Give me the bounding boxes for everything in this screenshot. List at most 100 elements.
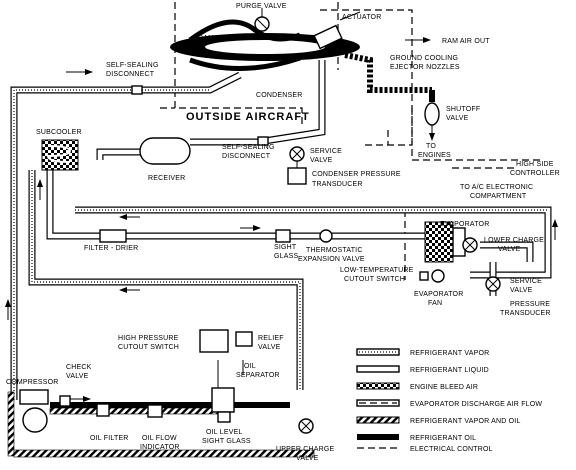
label-high-side-a: HIGH SIDE	[516, 161, 554, 168]
label-relief-b: VALVE	[258, 344, 281, 351]
label-service-valve-2b: VALVE	[510, 287, 533, 294]
label-ram-air-out: RAM AIR OUT	[442, 38, 490, 45]
flow-arrows	[5, 69, 558, 402]
label-pressure-trans-a: PRESSURE	[510, 301, 550, 308]
label-sight-glass-a: SIGHT	[274, 244, 297, 251]
label-oil-flow-a: OIL FLOW	[142, 435, 177, 442]
check-valve-icon	[59, 395, 71, 407]
label-receiver: RECEIVER	[148, 175, 185, 182]
label-pressure-trans-b: TRANSDUCER	[500, 310, 551, 317]
legend-label-oil: REFRIGERANT OIL	[410, 435, 476, 442]
legend-label-liquid: REFRIGERANT LIQUID	[410, 367, 489, 374]
legend: REFRIGERANT VAPOR REFRIGERANT LIQUID ENG…	[410, 350, 542, 453]
legend-swatch-oil	[357, 434, 399, 440]
relief-valve-icon	[235, 331, 253, 347]
label-subcooler: SUBCOOLER	[36, 129, 82, 136]
high-pressure-switch-icon	[199, 329, 229, 353]
compressor-icon	[19, 389, 49, 433]
oil-separator-icon	[211, 387, 235, 423]
label-service-valve-2a: SERVICE	[510, 278, 542, 285]
self-sealing-disconnect-icon	[131, 85, 269, 146]
expansion-valve-icon	[319, 229, 333, 243]
service-valve-2-icon	[485, 276, 501, 292]
label-oil-filter: OIL FILTER	[90, 435, 129, 442]
label-oil-sep-b: SEPARATOR	[236, 372, 280, 379]
legend-label-discharge: EVAPORATOR DISCHARGE AIR FLOW	[410, 401, 542, 408]
label-evaporator: EVAPORATOR	[440, 221, 489, 228]
label-high-pressure-b: CUTOUT SWITCH	[118, 344, 179, 351]
label-filter-drier: FILTER - DRIER	[84, 245, 138, 252]
legend-swatches	[356, 348, 400, 449]
label-self-sealing-1b: DISCONNECT	[106, 71, 155, 78]
label-low-temp-a: LOW-TEMPERATURE	[340, 267, 414, 274]
label-thermo-b: EXPANSION VALVE	[298, 256, 365, 263]
label-high-side-b: CONTROLLER	[510, 170, 560, 177]
condenser-pressure-transducer-icon	[287, 167, 307, 185]
label-service-valve-1a: SERVICE	[310, 148, 342, 155]
label-ground-cooling-a: GROUND COOLING	[390, 55, 458, 62]
label-ram-air-in: RAM AIR IN	[198, 35, 238, 42]
refrigerant-piping	[10, 60, 552, 400]
sight-glass-icon	[275, 229, 291, 243]
actuator-icon	[313, 11, 361, 50]
label-upper-charge-b: VALVE	[296, 455, 319, 462]
legend-label-vapor: REFRIGERANT VAPOR	[410, 350, 489, 357]
label-evap-fan-b: FAN	[428, 300, 442, 307]
label-evap-fan-a: EVAPORATOR	[414, 291, 463, 298]
label-sight-glass-b: GLASS	[274, 253, 298, 260]
shutoff-valve-icon	[424, 102, 440, 141]
diagram-labels: PURGE VALVE RAM AIR IN ACTUATOR RAM AIR …	[6, 3, 560, 462]
label-oil-level-a: OIL LEVEL	[206, 429, 243, 436]
legend-swatch-discharge	[356, 399, 400, 407]
label-to-engines-b: ENGINES	[418, 152, 451, 159]
label-condenser: CONDENSER	[256, 92, 303, 99]
label-shutoff-b: VALVE	[446, 115, 469, 122]
label-check-a: CHECK	[66, 364, 92, 371]
label-lower-charge-a: LOWER CHARGE	[484, 237, 544, 244]
oil-filter-icon	[96, 403, 110, 417]
oil-flow-indicator-icon	[147, 404, 163, 418]
label-upper-charge-a: UPPER CHARGE	[276, 446, 335, 453]
legend-label-electrical: ELECTRICAL CONTROL	[410, 446, 493, 453]
lower-charge-valve-icon	[462, 237, 478, 253]
label-high-pressure-a: HIGH PRESSURE	[118, 335, 179, 342]
evaporator-fan-icon	[431, 269, 445, 283]
label-shutoff-a: SHUTOFF	[446, 106, 480, 113]
label-service-valve-1b: VALVE	[310, 157, 333, 164]
label-self-sealing-2a: SELF-SEALING	[222, 144, 275, 151]
legend-swatch-bleed	[356, 382, 400, 390]
label-self-sealing-1a: SELF-SEALING	[106, 62, 159, 69]
label-check-b: VALVE	[66, 373, 89, 380]
label-compressor: COMPRESSOR	[6, 379, 59, 386]
label-thermo-a: THERMOSTATIC	[306, 247, 363, 254]
label-cond-pressure-b: TRANSDUCER	[312, 181, 363, 188]
legend-swatch-vapor	[356, 348, 400, 356]
subcooler-icon	[41, 139, 79, 171]
label-cond-pressure-a: CONDENSER PRESSURE	[312, 171, 401, 178]
label-purge-valve: PURGE VALVE	[236, 3, 287, 10]
label-to-ac-b: COMPARTMENT	[470, 193, 527, 200]
purge-valve-icon	[254, 8, 270, 32]
label-self-sealing-2b: DISCONNECT	[222, 153, 271, 160]
evaporator-icon	[424, 221, 466, 263]
label-oil-level-b: SIGHT GLASS	[202, 438, 251, 445]
ejector-nozzles-icon	[344, 52, 435, 102]
label-outside-aircraft: OUTSIDE AIRCRAFT	[186, 111, 310, 123]
label-oil-flow-b: INDICATOR	[140, 444, 180, 451]
condenser-assembly	[170, 19, 431, 72]
label-oil-sep-a: OIL	[244, 363, 256, 370]
label-relief-a: RELIEF	[258, 335, 284, 342]
service-valve-icon	[289, 146, 305, 168]
label-actuator: ACTUATOR	[342, 14, 381, 21]
label-to-engines-a: TO	[426, 143, 436, 150]
label-low-temp-b: CUTOUT SWITCH	[344, 276, 405, 283]
electrical-control-lines	[160, 2, 540, 280]
receiver-icon	[139, 137, 191, 165]
legend-swatch-vapor-oil	[356, 416, 400, 424]
filter-drier-icon	[99, 229, 127, 243]
label-to-ac-a: TO A/C ELECTRONIC	[460, 184, 533, 191]
legend-label-bleed: ENGINE BLEED AIR	[410, 384, 478, 391]
compressor-section-pipes	[7, 360, 315, 458]
legend-label-vapor-oil: REFRIGERANT VAPOR AND OIL	[410, 418, 521, 425]
